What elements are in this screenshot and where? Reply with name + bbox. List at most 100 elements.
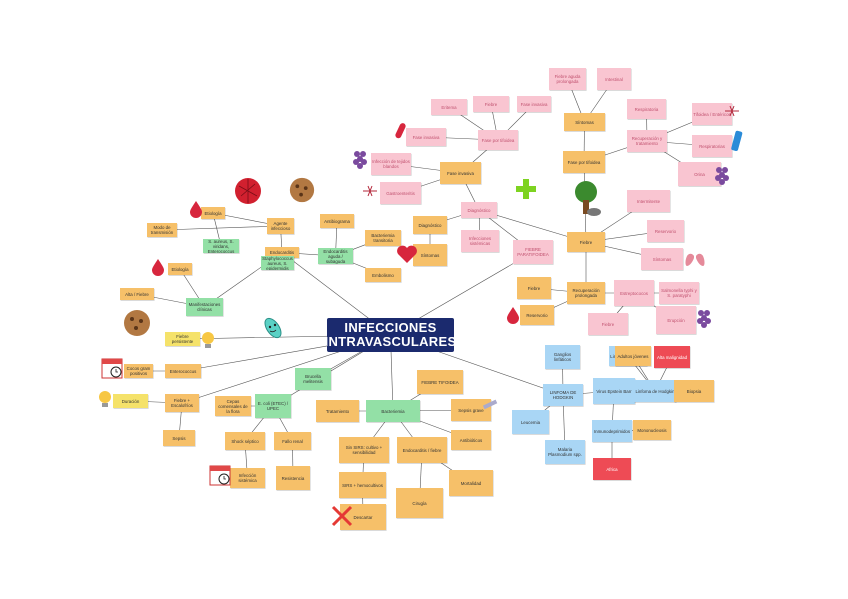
node-n84[interactable]: Africa xyxy=(593,458,631,480)
node-n26[interactable]: Shock séptico xyxy=(225,432,265,450)
syringe-icon xyxy=(482,399,498,410)
blood-drop-icon xyxy=(152,259,164,276)
colony-icon xyxy=(289,177,315,203)
central-topic[interactable]: INFECCIONES INTRAVASCULARES xyxy=(327,318,454,352)
calendar-icon xyxy=(101,358,123,379)
mosquito-icon xyxy=(363,185,377,197)
node-n67[interactable]: Orina xyxy=(678,162,721,186)
node-n76[interactable]: Malaria Plasmodium spp. xyxy=(545,440,585,464)
node-n50[interactable]: Fase invasiva xyxy=(517,96,551,112)
node-n66[interactable]: Respiratorias xyxy=(692,135,732,157)
node-n55[interactable]: Intestinal xyxy=(597,68,631,90)
node-n80[interactable]: Mononucleosis xyxy=(633,420,671,440)
node-n30[interactable]: Tratamiento xyxy=(316,400,359,422)
node-n3[interactable]: Etiología xyxy=(201,207,225,219)
node-n44[interactable]: Síntomas xyxy=(413,244,447,266)
node-n33[interactable]: Sin SIRS: cultivo + sensibilidad xyxy=(339,437,389,463)
node-n81[interactable]: Alta malignidad xyxy=(654,346,690,368)
node-n39[interactable]: Cirugía xyxy=(396,488,443,518)
node-n64[interactable]: Reservorio xyxy=(647,220,684,242)
node-n70[interactable]: Salmonella typhi y S. paratyphi xyxy=(659,282,699,304)
lightbulb-icon xyxy=(99,391,111,407)
node-n31[interactable]: Bacteriemia xyxy=(366,400,420,422)
node-n58b[interactable]: Fase por tifoidea xyxy=(563,151,605,173)
node-n8[interactable]: Bacteriemia transitoria xyxy=(365,230,401,246)
node-n60[interactable]: Recuperación y tratamiento xyxy=(627,130,667,152)
node-n72[interactable]: Reservorio xyxy=(520,305,554,325)
node-n4[interactable]: S. aureus, S. viridans, Enterococcus xyxy=(203,239,239,253)
node-n9[interactable]: Endocarditis aguda / subaguda xyxy=(318,248,353,264)
node-n68[interactable]: Recuperación prolongada xyxy=(567,282,605,304)
node-n71[interactable]: Fiebre xyxy=(517,277,551,299)
heart-icon xyxy=(397,245,417,263)
node-n6[interactable]: Brucella melitensis xyxy=(295,368,331,390)
node-n5[interactable]: Fiebre persistente xyxy=(165,332,200,346)
node-n47[interactable]: Fase invasiva xyxy=(406,128,446,146)
node-n37[interactable]: Antibióticos xyxy=(451,430,491,450)
node-n24[interactable]: E. coli (ETEC) / UPEC xyxy=(255,394,291,418)
blood-drop-icon xyxy=(190,201,202,218)
node-n7[interactable]: Antibiograma xyxy=(320,214,354,228)
grapes-icon xyxy=(353,151,367,169)
node-n10[interactable]: Embolismo xyxy=(365,268,401,282)
node-n85[interactable]: Adultos jóvenes xyxy=(615,346,651,366)
node-n21[interactable]: Duración xyxy=(113,394,148,408)
node-n1[interactable]: Endocarditis xyxy=(265,247,299,258)
bacterium-icon xyxy=(264,317,282,339)
node-n69[interactable]: Estreptococos xyxy=(614,280,654,306)
node-n38[interactable]: Mortalidad xyxy=(449,470,493,496)
node-n20[interactable]: Fiebre + Escalofríos xyxy=(165,394,199,412)
node-n79[interactable]: Linfoma de Hodgkin xyxy=(634,380,676,402)
node-n48[interactable]: Eritema xyxy=(431,99,467,115)
node-n14[interactable]: Cocos gram positivos xyxy=(124,364,153,378)
node-n54[interactable]: Fiebre aguda prolongada xyxy=(549,68,586,90)
node-n11[interactable]: Etiología xyxy=(168,263,192,275)
node-n22[interactable]: Sepsis xyxy=(163,430,195,446)
grapes-icon xyxy=(715,167,729,185)
node-n65[interactable]: Síntomas xyxy=(641,248,683,270)
node-n36[interactable]: SIRS + hemocultivos xyxy=(339,472,386,498)
node-n51[interactable]: Infección de tejidos blandos xyxy=(371,153,411,175)
blood-drop-icon xyxy=(507,307,519,324)
node-n35[interactable]: Sepsis grave xyxy=(451,399,491,421)
node-n42[interactable]: Infecciones sistémicas xyxy=(461,230,499,252)
node-n41[interactable]: Erupción xyxy=(656,306,696,334)
node-n58[interactable]: Fase por tifoidea xyxy=(478,130,518,150)
node-n83[interactable]: Inmunodeprimidos xyxy=(592,420,632,442)
node-n43[interactable]: Diagnóstico xyxy=(413,216,447,234)
node-n27[interactable]: Fallo renal xyxy=(274,432,311,450)
node-n16[interactable]: Alta / Fiebre xyxy=(120,288,154,300)
node-n56[interactable]: Síntomas xyxy=(564,113,605,131)
node-n34[interactable]: Endocarditis / fiebre xyxy=(397,437,447,463)
lungs-icon xyxy=(685,251,705,266)
node-n62[interactable]: Fiebre xyxy=(567,232,605,252)
node-n45[interactable]: FIEBRE PARATIFOIDEA xyxy=(513,240,553,264)
node-n63[interactable]: Intermitente xyxy=(627,190,670,212)
node-n77[interactable]: Virus Epstein Barr xyxy=(593,378,635,404)
node-n32[interactable]: FIEBRE TIFOIDEA xyxy=(417,370,463,394)
node-n82[interactable]: Biopsia xyxy=(674,380,714,402)
node-n59[interactable]: Respiratoria xyxy=(627,99,666,119)
mosquito-icon xyxy=(725,105,739,117)
node-n15[interactable]: Enterococcus xyxy=(165,364,201,378)
node-n2[interactable]: Modo de transmisión xyxy=(147,223,177,237)
node-n52[interactable]: Gastroenteritis xyxy=(380,182,421,204)
node-n13[interactable]: Staphylococcus aureus, S. epidermidis xyxy=(261,256,294,270)
calendar-icon xyxy=(209,465,231,486)
node-n29[interactable]: Resistencia xyxy=(276,466,310,490)
node-n17[interactable]: Manifestaciones clínicas xyxy=(186,298,223,316)
node-n23[interactable]: Cepas comensales de la flora xyxy=(215,396,251,416)
node-n74[interactable]: LINFOMA DE HODGKIN xyxy=(543,384,583,406)
node-n49[interactable]: Fiebre xyxy=(473,96,509,112)
node-n12[interactable]: Agente infeccioso xyxy=(267,218,294,234)
vial-icon xyxy=(731,130,743,152)
node-n53[interactable]: Fiebre xyxy=(588,313,628,335)
node-n57[interactable]: Fase invasiva xyxy=(440,162,481,184)
node-n73[interactable]: Ganglios linfáticos xyxy=(545,345,580,369)
node-n46[interactable]: Diagnóstico xyxy=(461,202,497,218)
node-n75[interactable]: Leucemia xyxy=(512,410,549,434)
node-n28[interactable]: Infección sistémica xyxy=(230,468,265,488)
node-n61[interactable]: Tifoidea / Entéricos xyxy=(692,103,732,125)
connector-line xyxy=(161,225,281,231)
